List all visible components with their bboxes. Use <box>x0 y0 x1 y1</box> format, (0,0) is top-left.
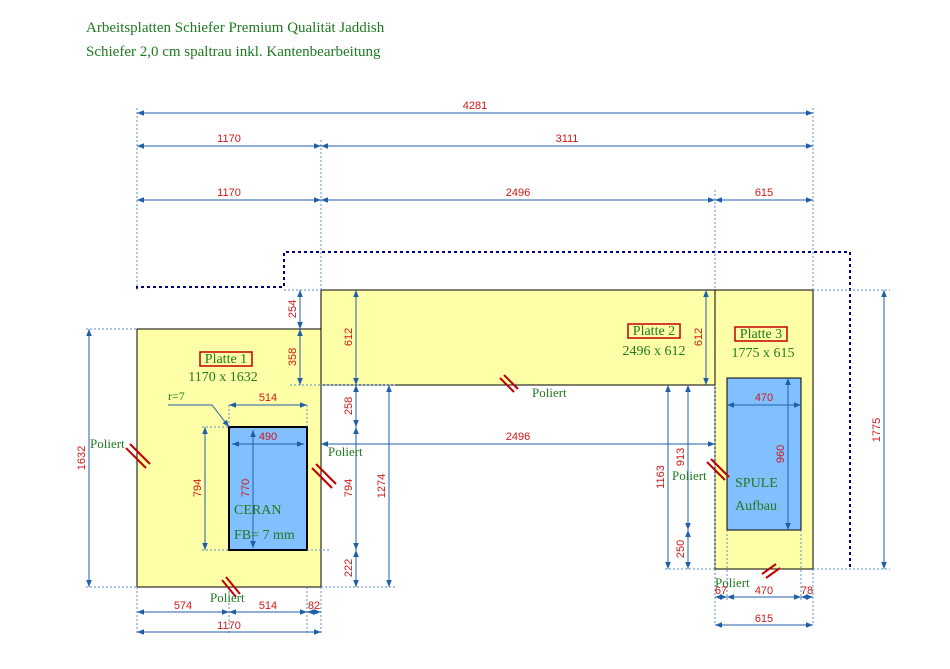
dim-bottom-514: 514 <box>259 600 277 612</box>
dim-bottom-615: 615 <box>755 613 773 625</box>
dim-ceran-outer-width: 514 <box>259 392 277 404</box>
dim-222: 222 <box>343 559 355 577</box>
poliert-label-bottom-left: Poliert <box>210 590 245 605</box>
dim-bottom-470: 470 <box>755 585 773 597</box>
dim-612-left: 612 <box>343 328 355 346</box>
dim-960: 960 <box>775 445 787 463</box>
dim-row3-left: 1170 <box>217 187 241 199</box>
drawing-title-line1: Arbeitsplatten Schiefer Premium Qualität… <box>86 20 385 36</box>
ceran-depth-label: FB= 7 mm <box>234 528 295 543</box>
radius-label: r=7 <box>168 389 185 403</box>
dim-bottom-82: 82 <box>308 600 320 612</box>
dim-794-left: 794 <box>192 479 204 497</box>
dim-358: 358 <box>287 348 299 366</box>
dim-1632: 1632 <box>76 446 88 470</box>
dim-794-right: 794 <box>343 479 355 497</box>
dim-254: 254 <box>287 300 299 318</box>
dim-bottom-78: 78 <box>801 585 813 597</box>
poliert-label-plate-3-bottom: Poliert <box>715 575 750 590</box>
plate-1-name: Platte 1 <box>205 352 247 367</box>
dim-ceran-inner-width: 490 <box>259 431 277 443</box>
plate-name-boxes <box>199 323 788 367</box>
plate-3-name: Platte 3 <box>740 327 782 342</box>
dim-1163: 1163 <box>655 465 667 489</box>
sink-mount-label: Aufbau <box>735 499 777 514</box>
sink-label: SPULE <box>735 476 778 491</box>
wall-outline <box>136 251 851 569</box>
dim-total-width: 4281 <box>463 100 487 112</box>
dim-612-right: 612 <box>693 328 705 346</box>
dim-bottom-1170: 1170 <box>217 620 241 632</box>
dim-250: 250 <box>675 540 687 558</box>
dim-sink-width: 470 <box>755 392 773 404</box>
dim-1274: 1274 <box>376 474 388 498</box>
dim-top-right: 3111 <box>556 133 579 145</box>
dim-bottom-574: 574 <box>174 600 192 612</box>
plate-1-size: 1170 x 1632 <box>188 370 257 385</box>
dim-row3-mid: 2496 <box>506 187 530 199</box>
polished-edge-markers <box>125 374 781 598</box>
dim-1775: 1775 <box>871 418 883 442</box>
dim-row3-right: 615 <box>755 187 773 199</box>
plate-2-size: 2496 x 612 <box>623 344 686 359</box>
dim-bottom-67: 67 <box>715 585 727 597</box>
dim-258: 258 <box>343 397 355 415</box>
ceran-cutout <box>228 426 308 551</box>
poliert-label-ceran-right: Poliert <box>328 444 363 459</box>
dim-top-left: 1170 <box>217 133 241 145</box>
plate-3-size: 1775 x 615 <box>732 346 795 361</box>
dim-mid-span: 2496 <box>506 431 530 443</box>
plate-2-name: Platte 2 <box>633 324 675 339</box>
poliert-label-left: Poliert <box>90 436 125 451</box>
ceran-label: CERAN <box>234 503 281 518</box>
dimension-lines <box>86 110 887 635</box>
poliert-label-plate-3-left: Poliert <box>672 468 707 483</box>
dim-770: 770 <box>240 479 252 497</box>
poliert-label-plate-2: Poliert <box>532 385 567 400</box>
dim-913: 913 <box>675 448 687 466</box>
drawing-title-line2: Schiefer 2,0 cm spaltrau inkl. Kantenbea… <box>86 44 381 60</box>
